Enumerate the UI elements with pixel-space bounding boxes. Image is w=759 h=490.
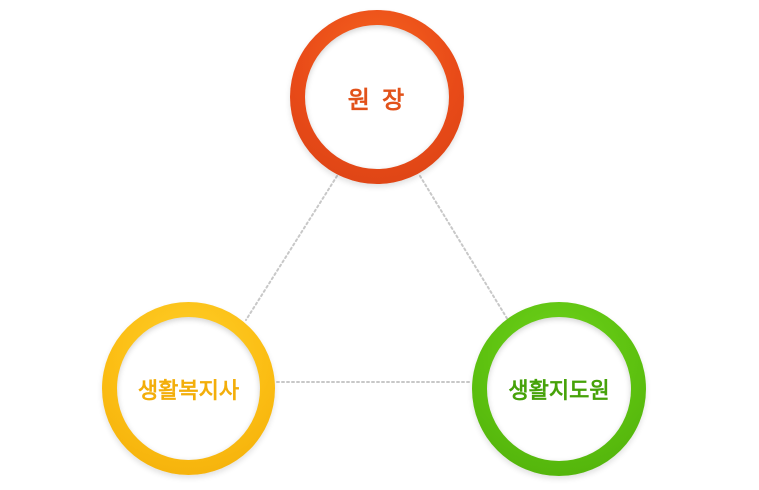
director-node: 원 장 (290, 10, 464, 184)
social-worker-label: 생활복지사 (137, 378, 240, 404)
connector-director-life-guide (419, 175, 509, 321)
life-guide-node: 생활지도원 (472, 302, 646, 476)
social-worker-node: 생활복지사 (102, 302, 275, 475)
director-label: 원 장 (347, 85, 407, 114)
life-guide-label: 생활지도원 (508, 379, 610, 404)
connector-director-social-worker (245, 175, 338, 321)
